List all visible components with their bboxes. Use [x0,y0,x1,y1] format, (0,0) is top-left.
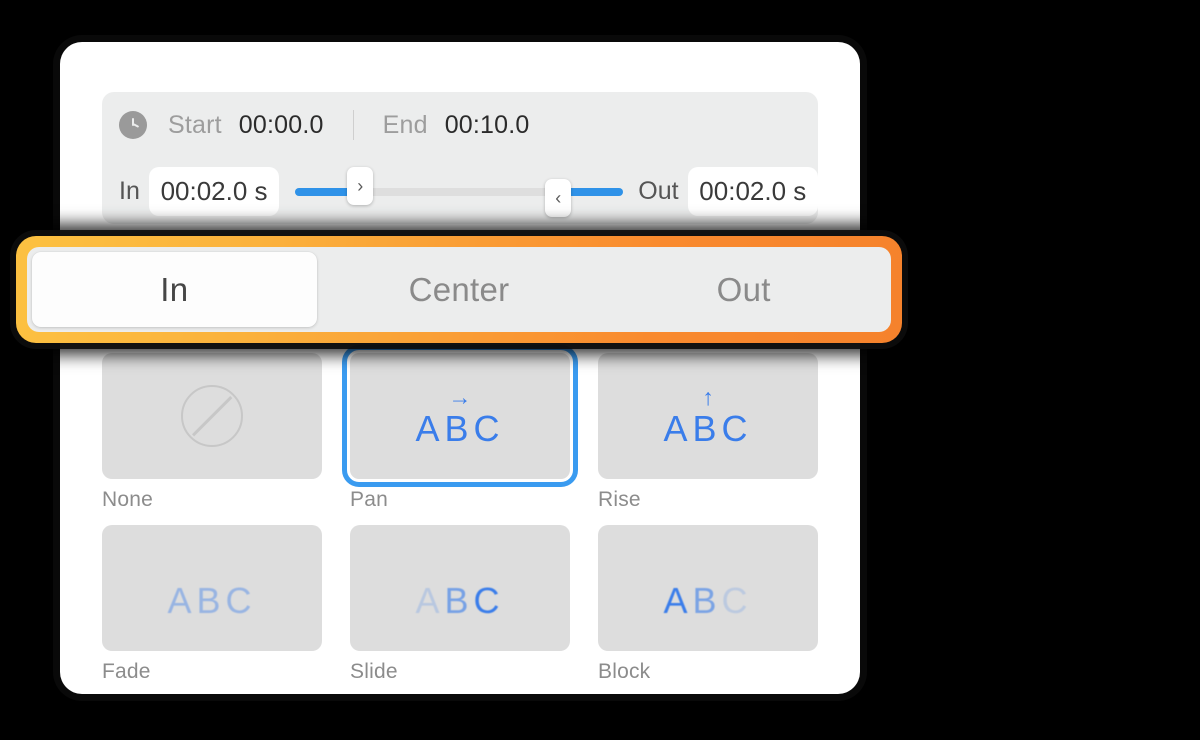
preset-label: None [102,488,154,511]
preview-text: ABC [167,579,257,621]
preset-thumb-pan[interactable]: →ABC [342,345,578,487]
preset-label: Slide [350,660,398,683]
preset-preview: ↑ABC [663,383,753,449]
slider-track[interactable] [295,187,624,196]
slider-handle-out[interactable]: ‹ [545,178,572,217]
slider-handle-in[interactable]: › [347,166,374,205]
preset-cell: →ABC Pan [342,345,578,512]
in-out-duration-row: In 00:02.0 s › ‹ Out 00:02.0 s [102,158,818,224]
preset-preview: →ABC [415,383,505,449]
animation-settings-card: Start 00:00.0 End 00:10.0 In 00:02.0 s ›… [60,42,860,694]
preset-cell: None [102,353,322,512]
preview-text: ABC [663,579,753,621]
out-label: Out [638,176,679,205]
clock-icon [119,111,147,139]
preset-label: Pan [350,488,388,511]
preset-preview: ABC [663,558,752,619]
position-segmented-control[interactable]: In Center Out [27,247,891,332]
timing-range-row: Start 00:00.0 End 00:10.0 [102,92,818,158]
arrow-up-icon: ↑ [702,383,714,410]
preview-text: ABC [415,407,505,449]
end-value[interactable]: 00:10.0 [444,110,530,139]
preset-preview: ABC [167,558,256,619]
in-out-range-slider[interactable]: › ‹ [295,166,624,217]
preset-cell: ABC Fade [102,525,322,684]
slider-fill-in [295,187,352,196]
divider [352,110,354,140]
segmented-control-highlight: In Center Out [16,236,902,343]
segment-in[interactable]: In [32,252,317,327]
start-value[interactable]: 00:00.0 [238,110,324,139]
preset-thumb-fade[interactable]: ABC [102,525,322,651]
start-label: Start [168,110,222,139]
preview-text: ABC [663,407,753,449]
segment-out[interactable]: Out [716,270,771,308]
preset-preview: ABC [415,558,504,619]
out-duration-field[interactable]: 00:02.0 s [687,166,818,216]
preset-thumb-slide[interactable]: ABC [350,525,570,651]
timing-panel: Start 00:00.0 End 00:10.0 In 00:02.0 s ›… [102,92,818,224]
in-label: In [119,176,140,205]
preset-label: Rise [598,488,641,511]
arrow-right-icon: → [448,383,472,410]
segment-center[interactable]: Center [408,270,510,308]
end-label: End [382,110,428,139]
preset-thumb-none[interactable] [102,353,322,479]
preset-thumb-block[interactable]: ABC [598,525,818,651]
preset-label: Block [598,660,651,683]
preset-cell: ABC Block [598,525,818,684]
preset-label: Fade [102,660,151,683]
preset-cell: ↑ABC Rise [598,353,818,512]
preview-text: ABC [415,579,505,621]
preset-thumb-rise[interactable]: ↑ABC [598,353,818,479]
in-duration-field[interactable]: 00:02.0 s [148,166,280,216]
slider-fill-out [567,187,624,196]
preset-cell: ABC Slide [350,525,570,684]
prohibition-icon [181,385,243,447]
